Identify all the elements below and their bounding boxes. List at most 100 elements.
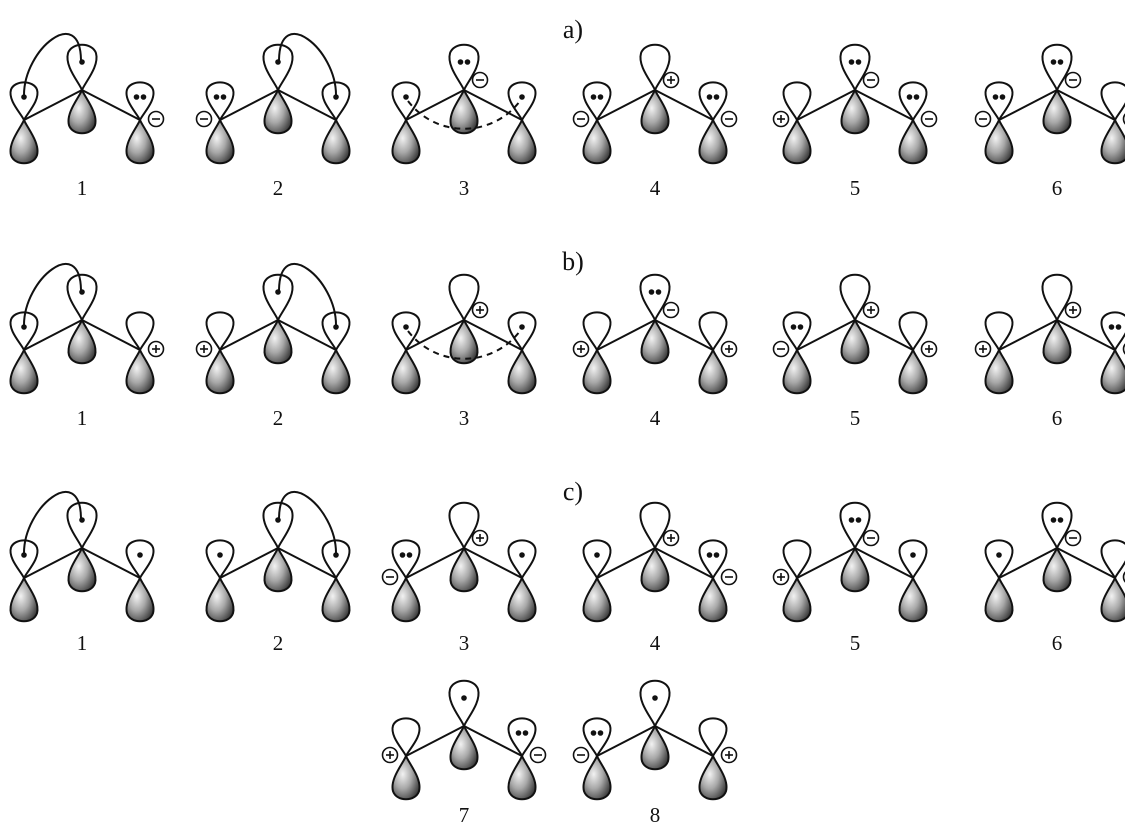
electron-dot <box>217 552 223 558</box>
positive-charge-icon <box>862 301 880 319</box>
left-bond <box>405 319 465 351</box>
electron-dot <box>713 94 720 100</box>
left-p-orbital <box>195 311 235 395</box>
right-p-orbital <box>507 311 537 395</box>
positive-charge-icon <box>381 746 399 764</box>
negative-charge-icon <box>195 110 213 128</box>
structure-number: 2 <box>273 631 284 655</box>
negative-charge-icon <box>147 110 165 128</box>
left-p-orbital <box>391 81 421 165</box>
electron-dot <box>848 517 855 523</box>
structure-number: 2 <box>273 176 284 200</box>
right-p-orbital <box>898 81 938 165</box>
electron-dot <box>275 517 281 523</box>
center-p-orbital <box>639 679 671 771</box>
left-bond <box>23 89 83 121</box>
electron-dot <box>913 94 920 100</box>
electron-dot <box>855 59 862 65</box>
electron-dot <box>220 94 227 100</box>
structure-number: 8 <box>650 803 661 824</box>
electron-dot <box>594 552 600 558</box>
right-bond <box>854 319 914 351</box>
left-bond <box>405 89 465 121</box>
left-bond <box>796 89 856 121</box>
negative-charge-icon <box>720 568 738 586</box>
left-p-orbital <box>9 311 39 395</box>
resonance-structure: 2 <box>195 263 351 430</box>
center-p-orbital <box>66 501 98 593</box>
electron-dot <box>21 552 27 558</box>
left-bond <box>596 319 656 351</box>
center-p-orbital <box>639 43 680 135</box>
right-p-orbital <box>507 81 537 165</box>
resonance-structure: 4 <box>572 273 738 430</box>
right-bond <box>463 319 523 351</box>
electron-dot <box>275 289 281 295</box>
resonance-structure: 5 <box>772 501 928 655</box>
left-p-orbital <box>984 539 1014 623</box>
right-p-orbital <box>125 539 155 623</box>
left-p-orbital <box>572 717 612 801</box>
resonance-structure: 2 <box>195 33 351 200</box>
left-bond <box>405 725 465 757</box>
right-bond <box>1056 89 1116 121</box>
right-bond <box>277 89 337 121</box>
structure-number: 6 <box>1052 406 1063 430</box>
spin-pairing-arc <box>278 491 337 554</box>
left-bond <box>796 319 856 351</box>
electron-dot <box>790 324 797 330</box>
center-p-orbital <box>448 273 489 365</box>
structure-number: 1 <box>77 631 88 655</box>
electron-dot <box>522 730 529 736</box>
electron-dot <box>399 552 406 558</box>
electron-dot <box>848 59 855 65</box>
electron-dot <box>706 94 713 100</box>
resonance-structure: 4 <box>582 501 738 655</box>
right-bond <box>277 319 337 351</box>
left-p-orbital <box>772 311 812 395</box>
resonance-structure: 7 <box>381 679 547 824</box>
left-bond <box>596 89 656 121</box>
right-p-orbital <box>125 81 165 165</box>
electron-dot <box>655 289 662 295</box>
negative-charge-icon <box>572 110 590 128</box>
right-p-orbital <box>507 539 537 623</box>
structure-number: 1 <box>77 176 88 200</box>
left-p-orbital <box>772 539 812 623</box>
electron-dot <box>137 552 143 558</box>
right-bond <box>854 547 914 579</box>
structure-number: 4 <box>650 406 661 430</box>
left-bond <box>596 725 656 757</box>
electron-dot <box>140 94 147 100</box>
left-bond <box>998 319 1058 351</box>
structure-number: 5 <box>850 631 861 655</box>
electron-dot <box>333 552 339 558</box>
electron-dot <box>1057 59 1064 65</box>
left-p-orbital <box>381 539 421 623</box>
resonance-structure: 4 <box>572 43 738 200</box>
resonance-structure: 3 <box>391 43 537 200</box>
resonance-structure: 6 <box>974 43 1125 200</box>
resonance-structure: 1 <box>9 33 165 200</box>
right-p-orbital <box>1100 81 1125 165</box>
center-p-orbital <box>448 501 489 593</box>
right-bond <box>463 547 523 579</box>
right-p-orbital <box>698 81 738 165</box>
center-p-orbital <box>262 501 294 593</box>
right-p-orbital <box>698 539 738 623</box>
left-p-orbital <box>974 311 1014 395</box>
resonance-structure: 5 <box>772 43 938 200</box>
structure-number: 5 <box>850 176 861 200</box>
center-p-orbital <box>66 273 98 365</box>
electron-dot <box>403 94 409 100</box>
negative-charge-icon <box>862 71 880 89</box>
structure-number: 6 <box>1052 176 1063 200</box>
negative-charge-icon <box>471 71 489 89</box>
electron-dot <box>79 517 85 523</box>
negative-charge-icon <box>529 746 547 764</box>
left-p-orbital <box>9 539 39 623</box>
positive-charge-icon <box>195 340 213 358</box>
positive-charge-icon <box>772 110 790 128</box>
spin-pairing-arc <box>23 33 82 96</box>
